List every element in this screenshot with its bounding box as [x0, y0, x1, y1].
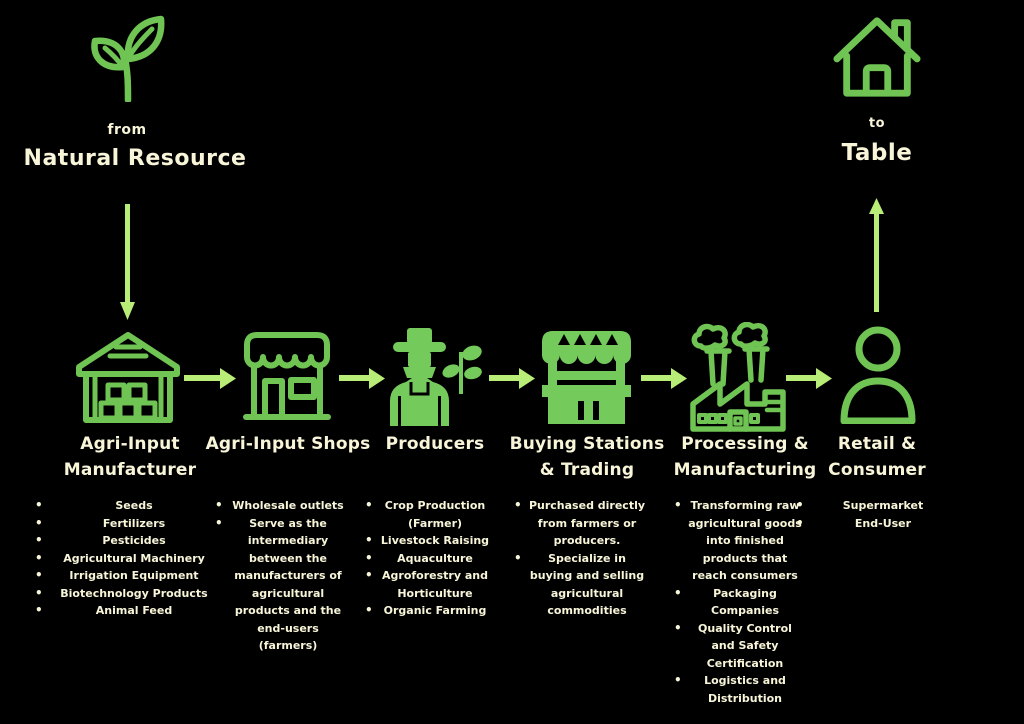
- list-item: Transforming raw agricultural goods into…: [674, 497, 804, 585]
- stage-list-producers: Crop Production (Farmer)Livestock Raisin…: [363, 497, 493, 620]
- list-item: End-User: [796, 515, 958, 533]
- list-item: Agroforestry and Horticulture: [365, 567, 493, 602]
- down-arrow-icon: [120, 204, 135, 320]
- source-label: from: [107, 122, 147, 138]
- list-item: Seeds: [35, 497, 221, 515]
- list-item: Quality Control and Safety Certification: [674, 620, 804, 673]
- up-arrow-icon: [869, 198, 884, 312]
- sprout-icon: [83, 10, 173, 102]
- list-item: Specialize in buying and selling agricul…: [514, 550, 648, 620]
- list-item: Logistics and Distribution: [674, 672, 804, 707]
- destination-label: to: [868, 116, 886, 131]
- stage-list-retail-consumer: SupermarketEnd-User: [794, 497, 958, 532]
- stage-title-processing: Processing & Manufacturing: [673, 434, 817, 480]
- list-item: Wholesale outlets: [215, 497, 349, 515]
- flow-arrow-icon: [641, 366, 687, 391]
- flow-arrow-icon: [184, 366, 236, 391]
- market-stall-icon: [538, 326, 635, 426]
- stage-title-agri-input-shops: Agri-Input Shops: [205, 434, 371, 454]
- stage-title-producers: Producers: [385, 434, 485, 454]
- list-item: Aquaculture: [365, 550, 493, 568]
- list-item: Serve as the intermediary between the ma…: [215, 515, 349, 655]
- destination-title: Table: [841, 140, 913, 166]
- flow-arrow-icon: [489, 366, 535, 391]
- factory-icon: [688, 322, 788, 432]
- stage-list-processing: Transforming raw agricultural goods into…: [672, 497, 804, 707]
- list-item: Irrigation Equipment: [35, 567, 221, 585]
- flow-arrow-icon: [786, 366, 832, 391]
- stage-title-buying-stations: Buying Stations & Trading: [509, 434, 665, 480]
- list-item: Crop Production (Farmer): [365, 497, 493, 532]
- person-icon: [838, 324, 918, 424]
- list-item: Organic Farming: [365, 602, 493, 620]
- house-icon: [832, 10, 922, 100]
- shop-icon: [240, 328, 334, 422]
- list-item: Supermarket: [796, 497, 958, 515]
- list-item: Purchased directly from farmers or produ…: [514, 497, 648, 550]
- list-item: Animal Feed: [35, 602, 221, 620]
- stage-list-agri-input-manufacturer: SeedsFertilizersPesticidesAgricultural M…: [33, 497, 221, 620]
- warehouse-icon: [75, 328, 181, 425]
- source-title: Natural Resource: [23, 146, 247, 171]
- list-item: Fertilizers: [35, 515, 221, 533]
- list-item: Pesticides: [35, 532, 221, 550]
- stage-list-buying-stations: Purchased directly from farmers or produ…: [512, 497, 648, 620]
- list-item: Packaging Companies: [674, 585, 804, 620]
- list-item: Livestock Raising: [365, 532, 493, 550]
- flow-arrow-icon: [339, 366, 385, 391]
- stage-title-agri-input-manufacturer: Agri-Input Manufacturer: [63, 434, 197, 480]
- farmer-icon: [385, 326, 485, 426]
- list-item: Agricultural Machinery: [35, 550, 221, 568]
- list-item: Biotechnology Products: [35, 585, 221, 603]
- stage-title-retail-consumer: Retail & Consumer: [828, 434, 926, 480]
- stage-list-agri-input-shops: Wholesale outletsServe as the intermedia…: [213, 497, 349, 655]
